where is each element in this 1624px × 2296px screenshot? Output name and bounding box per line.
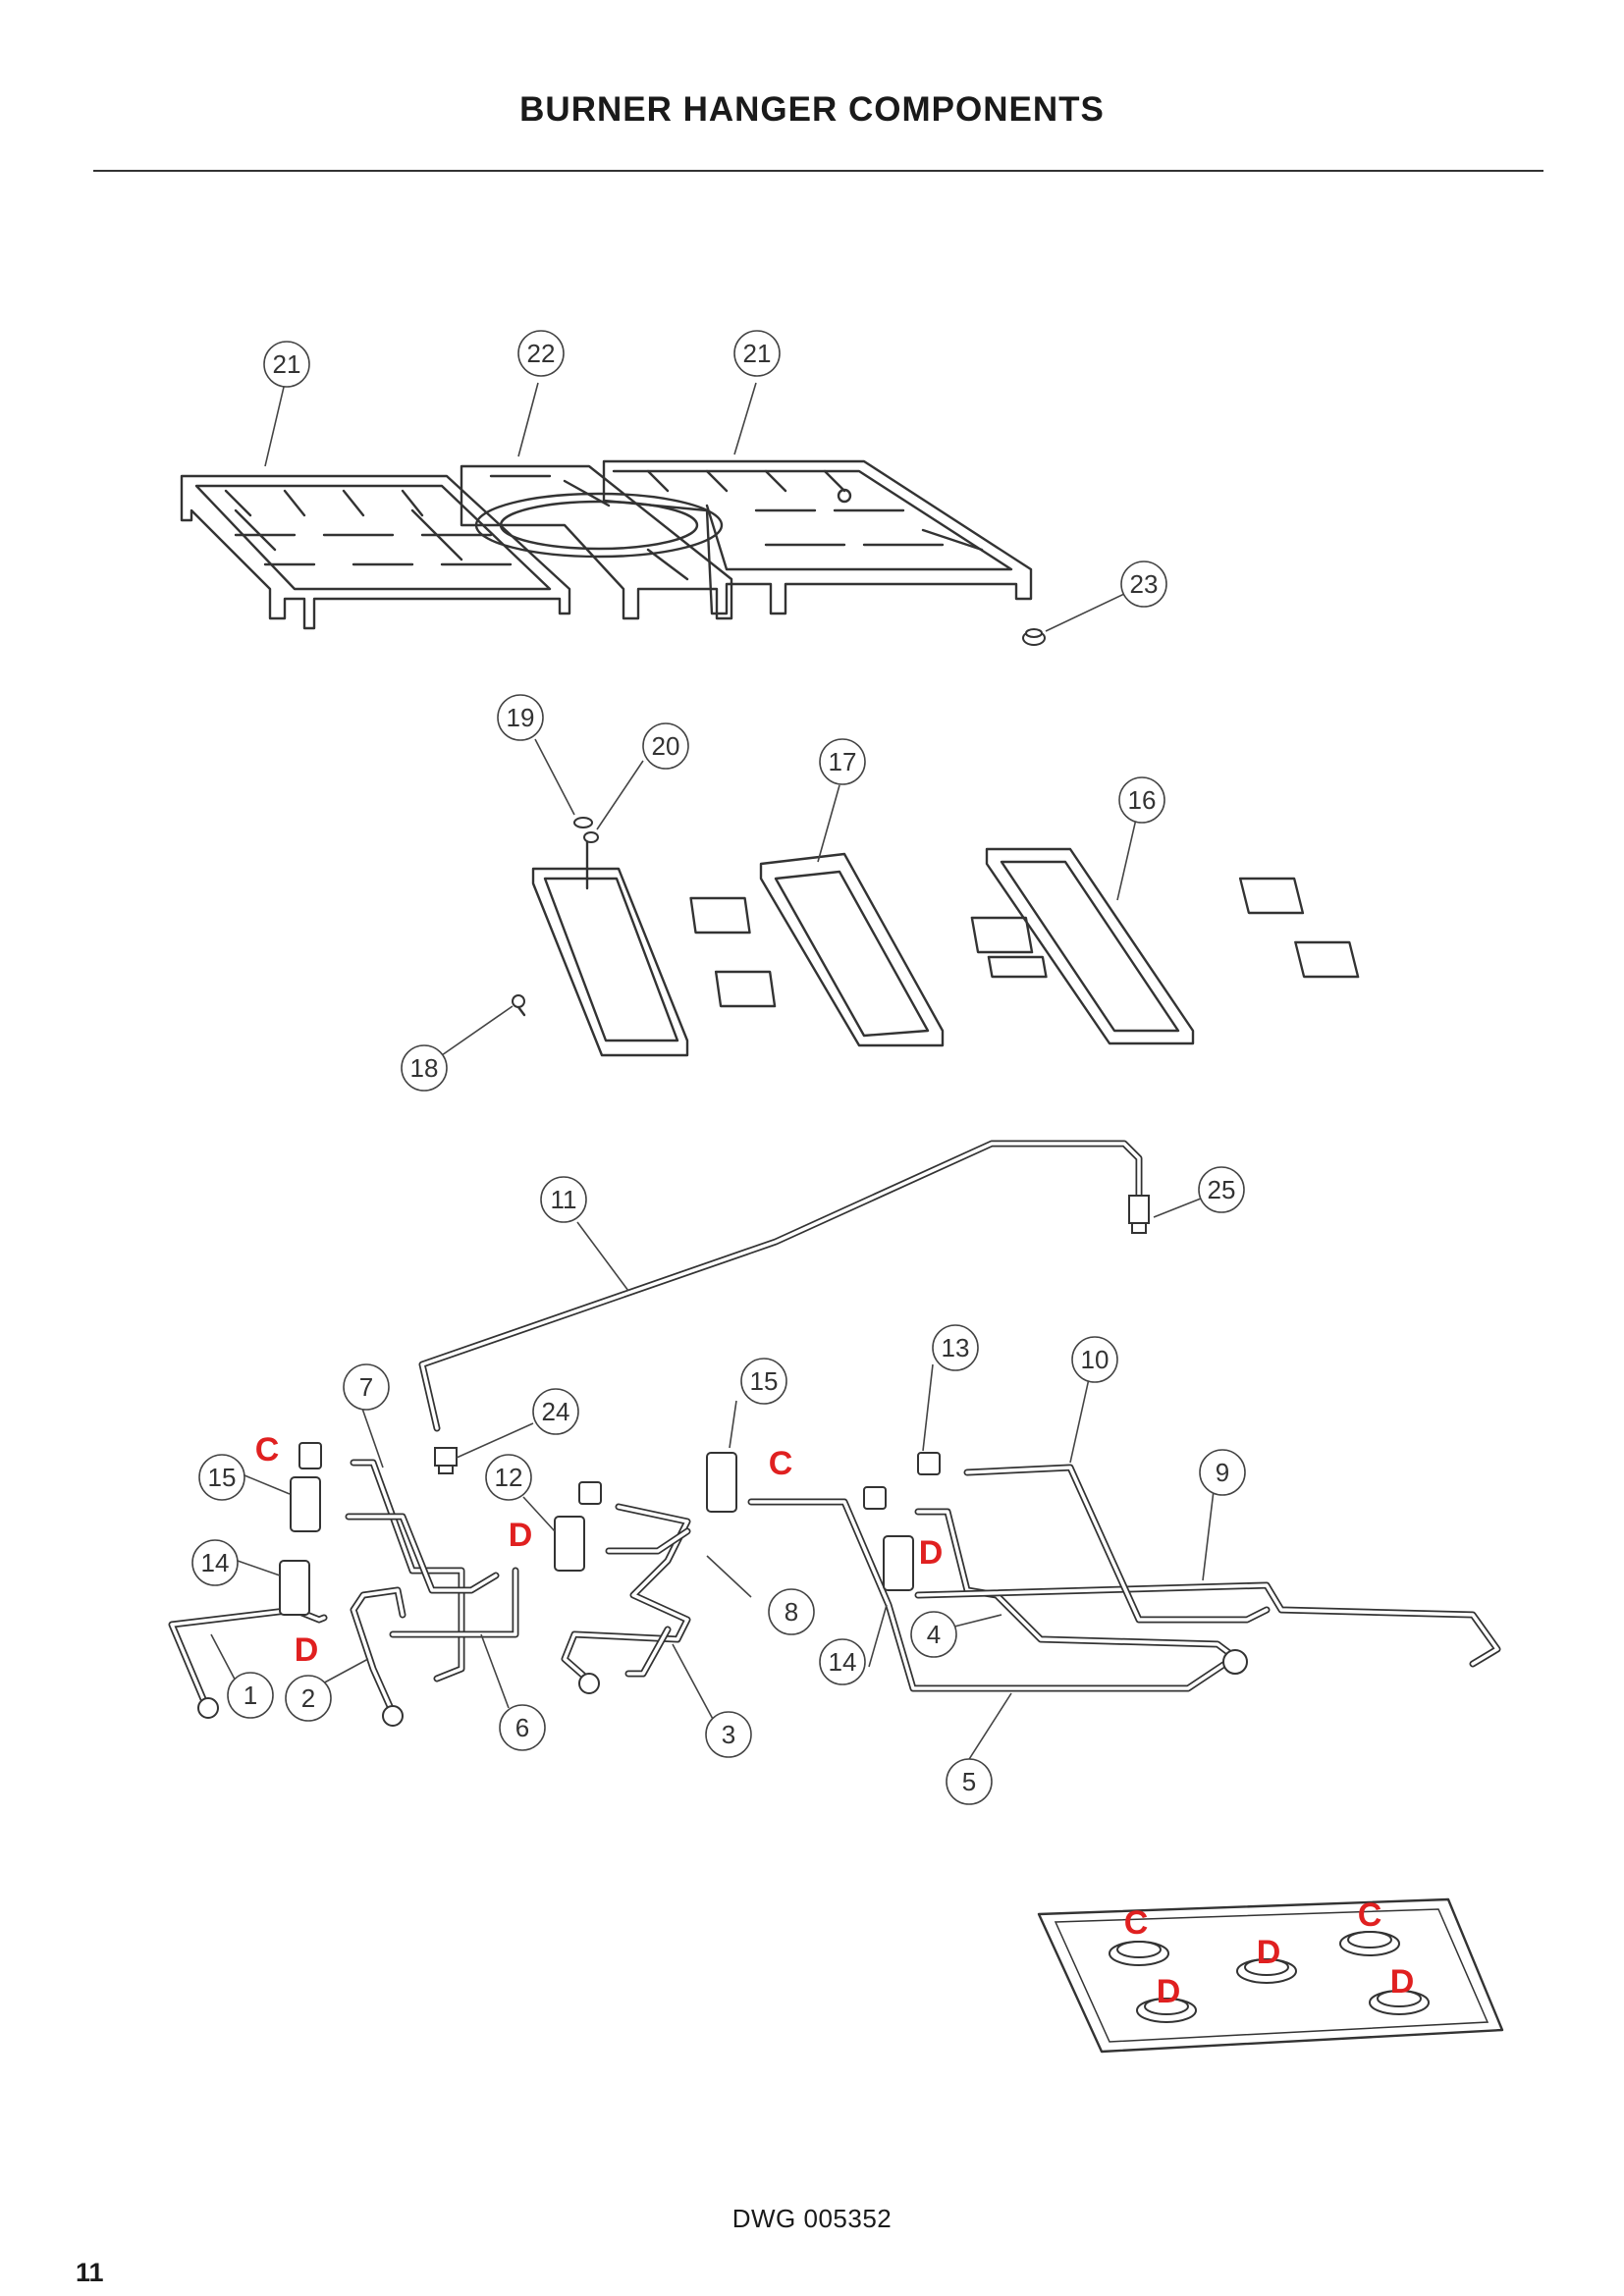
svg-text:15: 15 [750,1366,779,1396]
svg-text:5: 5 [962,1767,976,1796]
callout-7: 7 [343,1363,390,1411]
burner-letter-d: D [1157,1973,1181,2010]
burner-letter-c: C [1358,1896,1382,1934]
page-number: 11 [76,2258,104,2287]
burner-letter-c: C [1124,1904,1149,1942]
callout-19: 19 [497,694,544,741]
svg-text:25: 25 [1208,1175,1236,1204]
svg-text:16: 16 [1128,785,1157,815]
fitting-24 [434,1447,458,1474]
title-rule [93,170,1543,172]
callout-25: 25 [1198,1166,1245,1213]
svg-text:7: 7 [359,1372,373,1402]
svg-text:22: 22 [527,339,556,368]
callout-16: 16 [1118,776,1165,824]
drawing-number: DWG 005352 [731,2204,893,2233]
burner-hanger-right [985,847,1360,1045]
washer-19 [573,817,593,828]
callout-8: 8 [768,1588,815,1635]
manifold-fitting-25 [1128,1195,1150,1234]
gas-tubes [168,1459,1501,1717]
svg-text:14: 14 [829,1647,857,1677]
callout-11: 11 [540,1176,587,1223]
elbow-fittings [197,1442,1248,1727]
callout-10: 10 [1071,1336,1118,1383]
svg-text:21: 21 [743,339,772,368]
svg-text:15: 15 [208,1463,237,1492]
svg-text:12: 12 [495,1463,523,1492]
burner-hanger-center [759,852,1048,1047]
callout-12: 12 [485,1454,532,1501]
callout-5: 5 [946,1758,993,1805]
svg-text:4: 4 [927,1620,941,1649]
callout-14-right: 14 [819,1638,866,1685]
svg-text:24: 24 [542,1397,570,1426]
grate-right [602,459,1033,615]
svg-text:8: 8 [785,1597,798,1627]
callout-6: 6 [499,1704,546,1751]
callout-2: 2 [285,1675,332,1722]
callout-21-right: 21 [733,330,781,377]
callout-4: 4 [910,1611,957,1658]
grate-left [180,474,571,630]
svg-text:3: 3 [722,1720,735,1749]
svg-text:2: 2 [301,1683,315,1713]
cooktop-tray [1037,1897,1504,2054]
burner-letter-d: D [295,1631,319,1669]
grate-center [460,464,733,620]
callout-14-left: 14 [191,1539,239,1586]
svg-text:1: 1 [244,1681,257,1710]
svg-text:10: 10 [1081,1345,1110,1374]
screw-18 [512,994,526,1017]
nut-20 [583,831,599,843]
svg-text:9: 9 [1216,1458,1229,1487]
callout-23: 23 [1120,561,1167,608]
manifold-pipe-11 [418,1140,1143,1432]
burner-letter-c: C [255,1431,280,1468]
callout-17: 17 [819,738,866,785]
svg-text:20: 20 [652,731,680,761]
svg-text:17: 17 [829,747,857,776]
callout-21-left: 21 [263,341,310,388]
leader-lines [210,382,1217,1768]
callout-9: 9 [1199,1449,1246,1496]
callout-15-right: 15 [740,1358,787,1405]
callout-22: 22 [517,330,565,377]
burner-letter-d: D [919,1534,944,1572]
burner-letter-c: C [769,1445,793,1482]
burner-letter-d: D [509,1517,533,1554]
callout-15-left: 15 [198,1454,245,1501]
burner-letter-d: D [1257,1934,1281,1971]
burner-hanger-left [531,837,777,1057]
burner-letter-d: D [1390,1963,1415,2001]
grate-foot-23 [1022,628,1046,646]
svg-text:18: 18 [410,1053,439,1083]
svg-text:21: 21 [273,349,301,379]
svg-text:19: 19 [507,703,535,732]
svg-text:11: 11 [551,1185,577,1214]
callout-3: 3 [705,1711,752,1758]
callout-20: 20 [642,722,689,770]
callout-24: 24 [532,1388,579,1435]
svg-text:6: 6 [515,1713,529,1742]
callout-13: 13 [932,1324,979,1371]
page-title: BURNER HANGER COMPONENTS [519,90,1105,129]
svg-text:14: 14 [201,1548,230,1577]
svg-text:23: 23 [1130,569,1159,599]
callout-1: 1 [227,1672,274,1719]
svg-text:13: 13 [942,1333,970,1362]
callout-18: 18 [401,1044,448,1092]
